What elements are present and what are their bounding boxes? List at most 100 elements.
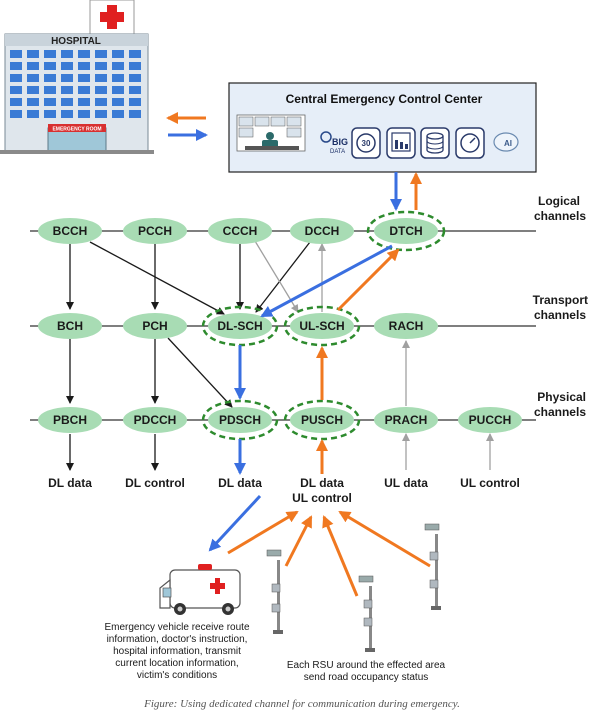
ai-brain-icon: AI [493,132,519,152]
hospital-window [95,86,107,94]
hospital-window [61,110,73,118]
control-center-box: Central Emergency Control Center BIG DAT… [228,82,537,173]
node-pucch: PUCCH [458,407,522,433]
hospital-window [78,50,90,58]
hospital-window [112,50,124,58]
svg-text:current location information,: current location information, [115,658,238,669]
node-pcch: PCCH [123,218,187,244]
svg-text:victim's conditions: victim's conditions [137,670,217,681]
output-pusch-1: DL data [300,476,344,490]
hospital-window [129,74,141,82]
svg-text:AI: AI [504,139,512,148]
svg-text:PDSCH: PDSCH [219,413,261,427]
hospital-window [44,74,56,82]
output-pbch: DL data [48,476,92,490]
svg-text:PCH: PCH [142,319,167,333]
hospital-window [129,86,141,94]
hospital-sign: HOSPITAL [51,36,101,47]
hospital-window [61,62,73,70]
svg-text:RACH: RACH [389,319,424,333]
hospital-window [95,110,107,118]
uplink-path [227,172,431,597]
node-rach: RACH [374,313,438,339]
output-pucch: UL control [460,476,520,490]
hospital-window [95,74,107,82]
output-pdsch: DL data [218,476,262,490]
output-pdcch: DL control [125,476,185,490]
hospital-window [44,86,56,94]
svg-text:PCCH: PCCH [138,224,172,238]
transport-layer-label-2: channels [534,308,586,322]
hospital-window [78,62,90,70]
hospital-window [129,62,141,70]
node-dl-sch: DL-SCH [201,305,279,347]
ambulance-description: Emergency vehicle receive route informat… [104,622,250,681]
node-pusch: PUSCH [283,399,361,441]
rsu-pole-2 [358,575,375,652]
logical-layer-label-2: channels [534,209,586,223]
hospital-window [129,50,141,58]
node-pdcch: PDCCH [123,407,187,433]
hospital-window [44,98,56,106]
svg-text:30: 30 [362,139,371,148]
svg-text:BCCH: BCCH [53,224,88,238]
rsu-pole-1 [266,549,283,634]
hospital-window [112,110,124,118]
node-bcch: BCCH [38,218,102,244]
rsu-description: Each RSU around the effected area send r… [287,660,446,683]
hospital-window [44,62,56,70]
hospital-window [78,98,90,106]
hospital-window [61,98,73,106]
hospital-window [95,62,107,70]
hospital-window [95,98,107,106]
ambulance-icon [159,564,241,615]
svg-text:DTCH: DTCH [389,224,422,238]
monitor-wall-icon [236,114,306,152]
emergency-room-sign: EMERGENCY ROOM [52,127,101,133]
hospital-window [27,74,39,82]
downlink-path [208,172,402,552]
svg-text:send road occupancy status: send road occupancy status [304,672,429,683]
hospital-window [95,50,107,58]
svg-text:PUSCH: PUSCH [301,413,343,427]
clock-icon: 30 [351,127,381,159]
hospital-window [10,86,22,94]
svg-text:DCCH: DCCH [305,224,340,238]
hospital-window [27,86,39,94]
node-pdsch: PDSCH [201,399,279,441]
svg-text:DL-SCH: DL-SCH [217,319,262,333]
hospital-window [112,98,124,106]
hospital-window [78,110,90,118]
hospital-window [129,98,141,106]
hospital-window [10,74,22,82]
logical-layer-label-1: Logical [538,194,580,208]
svg-text:PBCH: PBCH [53,413,87,427]
svg-text:BCH: BCH [57,319,83,333]
physical-layer-label-1: Physical [537,390,586,404]
output-pusch-2: UL control [292,491,352,505]
hospital-windows [10,50,141,118]
hospital-window [27,98,39,106]
svg-text:UL-SCH: UL-SCH [299,319,344,333]
node-ccch: CCCH [208,218,272,244]
hospital-window [78,74,90,82]
svg-text:information, doctor's instruct: information, doctor's instruction, [107,634,248,645]
connector-lines [66,240,494,471]
hospital-window [44,50,56,58]
hospital-window [112,74,124,82]
hospital-icon: HOSPITAL EMERGENCY ROOM [0,0,154,154]
physical-layer-label-2: channels [534,405,586,419]
hospital-window [44,110,56,118]
hospital-window [61,50,73,58]
node-bch: BCH [38,313,102,339]
svg-text:PRACH: PRACH [385,413,428,427]
hospital-window [129,110,141,118]
svg-text:PDCCH: PDCCH [134,413,177,427]
transport-layer-label-1: Transport [533,293,588,307]
big-data-icon: BIG DATA [320,131,348,155]
output-prach: UL data [384,476,428,490]
rsu-pole-3 [424,523,441,610]
node-pbch: PBCH [38,407,102,433]
hospital-window [10,62,22,70]
